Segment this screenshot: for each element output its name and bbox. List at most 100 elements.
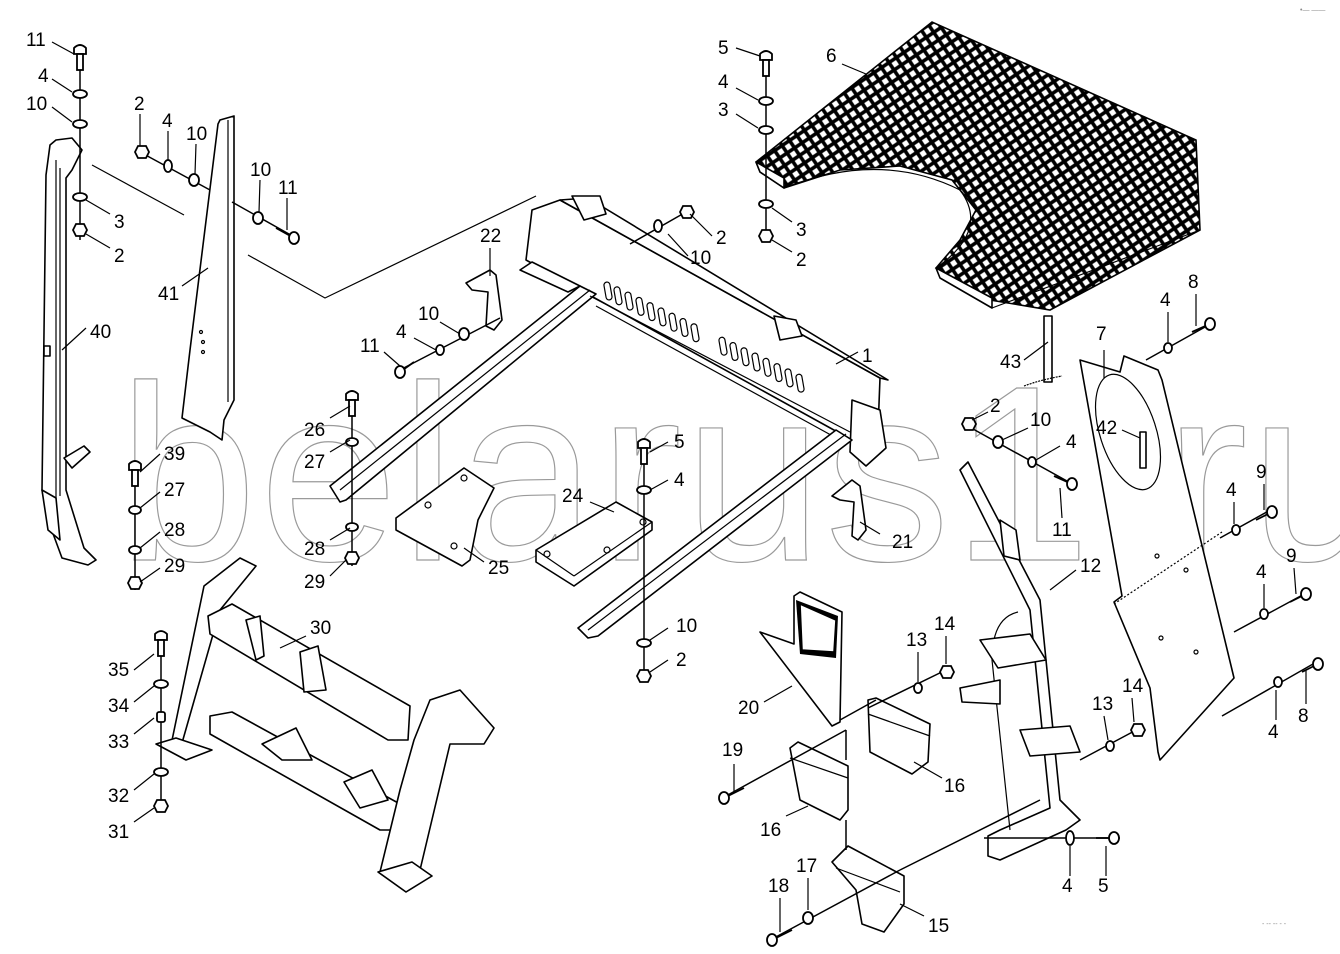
callout-8: 8 [1298, 706, 1309, 727]
washer-icon [153, 679, 169, 689]
leader-line [413, 337, 437, 351]
callout-9: 9 [1286, 546, 1297, 567]
callout-3: 3 [796, 220, 807, 241]
beam-slot [784, 368, 794, 388]
callout-9: 9 [1256, 462, 1267, 483]
washer-icon [758, 125, 774, 135]
hardware-panel-bolt-bottom [1221, 657, 1324, 717]
washer-icon [128, 505, 142, 515]
hardware-ladder-top [960, 417, 1078, 491]
washer-icon [1108, 831, 1120, 845]
callout-17: 17 [796, 856, 817, 877]
leader-line [85, 233, 111, 249]
leader-line [133, 717, 155, 735]
leader-line [61, 327, 87, 351]
beam-slot [762, 357, 772, 377]
bolt-shank [131, 469, 139, 487]
leader-line [133, 807, 155, 823]
bolt-icon [759, 50, 773, 61]
bolt-shank [157, 639, 165, 657]
callout-4: 4 [1062, 876, 1073, 897]
washer-icon [636, 485, 652, 495]
leader-line [1293, 567, 1297, 595]
leader-line [913, 761, 943, 779]
callout-4: 4 [1256, 562, 1267, 583]
leader-line [258, 179, 261, 213]
leader-line [667, 233, 689, 257]
washer-icon [1163, 342, 1173, 354]
callout-4: 4 [162, 111, 173, 132]
hardware-strip-row [133, 145, 211, 191]
callout-2: 2 [134, 94, 145, 115]
callout-13: 13 [1092, 694, 1113, 715]
beam-slot [603, 281, 613, 301]
beam-slot [679, 317, 689, 337]
callout-14: 14 [1122, 676, 1144, 697]
spacer-icon [156, 711, 166, 723]
washer-icon [288, 231, 300, 245]
callout-32: 32 [108, 786, 129, 807]
leader-line [785, 805, 809, 817]
hardware-panel-bolt-top [1145, 317, 1216, 361]
callout-10: 10 [1030, 410, 1051, 431]
leader-line [133, 773, 155, 791]
callout-20: 20 [738, 698, 759, 719]
beam-slot [635, 296, 645, 316]
part-20-step-guard [759, 591, 843, 727]
nut-icon [757, 229, 775, 243]
washer-icon [163, 159, 173, 173]
callout-4: 4 [1066, 432, 1077, 453]
callout-10: 10 [676, 616, 697, 637]
corner-code-bottom: - -- -- - - [1262, 921, 1287, 928]
leader-line [1001, 427, 1029, 441]
part-43-upright-strip [1023, 315, 1063, 387]
assembly-axis [1221, 659, 1321, 717]
callout-16: 16 [760, 820, 781, 841]
washer-icon [1105, 740, 1115, 752]
hardware-beam-top [629, 205, 696, 245]
callout-2: 2 [676, 650, 687, 671]
beam-slot [613, 286, 623, 306]
beam-slot [668, 312, 678, 332]
callout-14: 14 [934, 614, 956, 635]
leader-line [139, 531, 161, 549]
part-22-bracket [465, 269, 503, 331]
washer-icon [1066, 477, 1078, 491]
callout-24: 24 [562, 486, 584, 507]
nut-icon [938, 665, 956, 679]
bolt-shank [76, 53, 84, 71]
washer-icon [1273, 676, 1283, 688]
leader-line [589, 501, 615, 513]
part-15-lower-step-bracket [831, 845, 905, 933]
assembly-axis [899, 799, 1041, 871]
callout-30: 30 [310, 618, 331, 639]
callout-35: 35 [108, 660, 129, 681]
washer-icon [992, 435, 1004, 449]
assembly-axis [963, 423, 1077, 487]
nut-icon [71, 223, 89, 237]
callout-21: 21 [892, 532, 913, 553]
part-25-curved-pad [395, 467, 495, 567]
washer-icon [394, 365, 406, 379]
leader-line [649, 441, 669, 453]
leader-line [439, 321, 461, 335]
leader-line [971, 411, 989, 421]
washer-icon [458, 327, 470, 341]
bolt-icon [345, 390, 359, 401]
leader-line [649, 659, 669, 673]
hardware-post-foot-stack [126, 460, 144, 590]
beam-slot [795, 373, 805, 393]
leader-line [841, 63, 867, 75]
leader-line [51, 78, 73, 93]
callout-11: 11 [26, 30, 46, 51]
part-1-main-beam [329, 195, 889, 639]
leader-line [139, 567, 161, 583]
callout-42: 42 [1096, 418, 1117, 439]
callout-2: 2 [796, 250, 807, 271]
callout-10: 10 [26, 94, 47, 115]
part-16-step-plate-lower [789, 741, 849, 821]
link-line-strip [247, 195, 537, 299]
callout-11: 11 [360, 336, 380, 357]
